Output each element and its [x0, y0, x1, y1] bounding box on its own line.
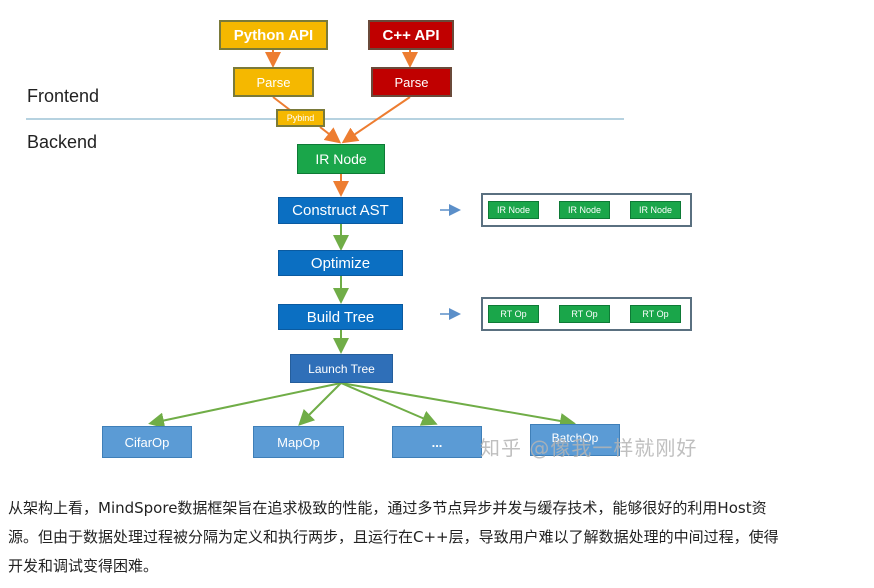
optimize-node: Optimize: [278, 250, 403, 276]
paragraph-line-2: 源。但由于数据处理过程被分隔为定义和执行两步，且运行在C++层，导致用户难以了解…: [8, 528, 779, 546]
connector-layer: [26, 50, 630, 429]
map-op-node: MapOp: [253, 426, 344, 458]
launch-tree-node: Launch Tree: [290, 354, 393, 383]
arrow-launch-to-ellipsis: [340, 382, 438, 426]
ir-chain-node-3: IR Node: [630, 201, 681, 219]
cpp-api-node: C++ API: [368, 20, 454, 50]
backend-label: Backend: [27, 132, 98, 152]
arrow-launch-to-batch: [340, 382, 576, 429]
pybind-node: Pybind: [276, 109, 325, 127]
frontend-label: Frontend: [27, 86, 100, 106]
construct-ast-node: Construct AST: [278, 197, 403, 224]
cifar-op-node: CifarOp: [102, 426, 192, 458]
ellipsis-op-node: ...: [392, 426, 482, 458]
cpp-parse-node: Parse: [371, 67, 452, 97]
rt-chain-op-1: RT Op: [488, 305, 539, 323]
mindspore-data-architecture-diagram: Frontend Backend Python API C++ API Pars…: [26, 20, 698, 460]
python-api-node: Python API: [219, 20, 328, 50]
arrow-parse-to-pybind: [272, 96, 291, 111]
python-parse-node: Parse: [233, 67, 314, 97]
rt-chain-op-3: RT Op: [630, 305, 681, 323]
ir-chain-node-1: IR Node: [488, 201, 539, 219]
paragraph-line-1: 从架构上看，MindSpore数据框架旨在追求极致的性能，通过多节点异步并发与缓…: [8, 499, 767, 517]
arrow-launch-to-cifar: [148, 382, 342, 429]
build-tree-node: Build Tree: [278, 304, 403, 330]
ir-node: IR Node: [297, 144, 385, 174]
arrow-cppparse-to-irnode: [341, 96, 411, 144]
batch-op-node: BatchOp: [530, 424, 620, 456]
paragraph-line-3: 开发和调试变得困难。: [8, 557, 159, 575]
rt-chain-op-2: RT Op: [559, 305, 610, 323]
description-paragraph: 从架构上看，MindSpore数据框架旨在追求极致的性能，通过多节点异步并发与缓…: [8, 494, 868, 581]
arrow-pybind-to-irnode: [319, 126, 342, 144]
arrow-launch-to-map: [298, 382, 342, 426]
watermark: 知乎 @像我一样就刚好: [480, 436, 698, 460]
ir-chain-node-2: IR Node: [559, 201, 610, 219]
